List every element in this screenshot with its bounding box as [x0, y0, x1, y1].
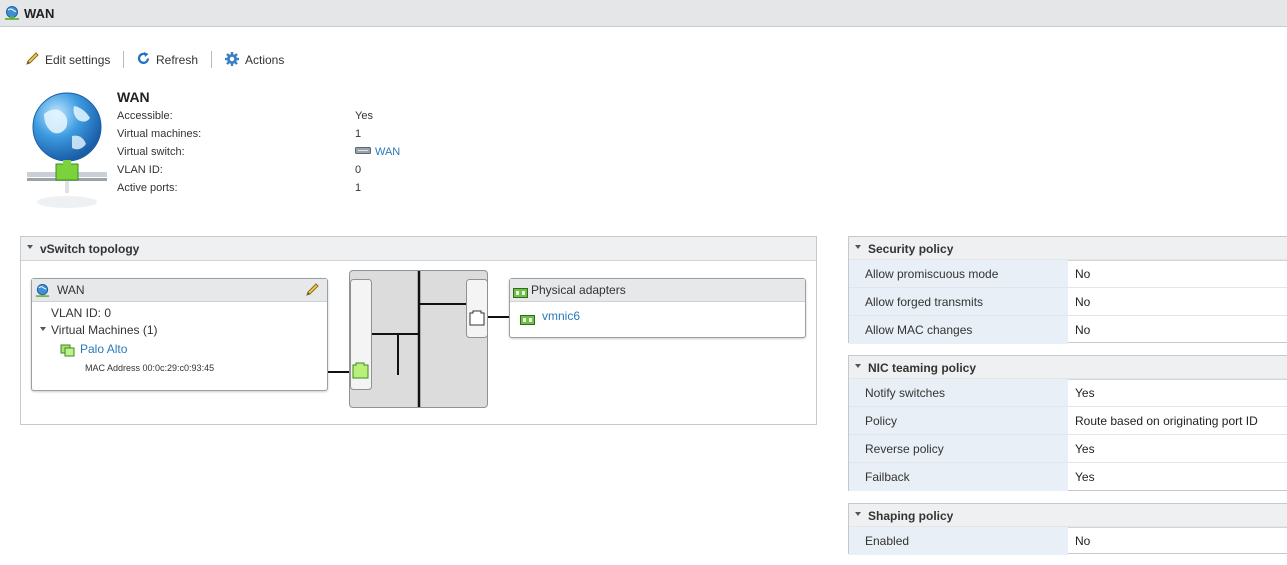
portgroup-name: WAN [57, 283, 85, 297]
virtual-machines-label: Virtual machines: [117, 128, 202, 140]
window-title: WAN [24, 6, 55, 21]
refresh-button[interactable]: Refresh [136, 51, 198, 69]
virtual-machines-group: Virtual Machines (1) [51, 323, 158, 337]
nic-icon [520, 312, 535, 330]
portgroup-card: WAN VLAN ID: 0 Virtual Machines (1) Palo… [31, 278, 328, 391]
policy-row: Notify switches Yes [849, 378, 1287, 407]
refresh-icon [136, 51, 151, 69]
title-bar: WAN [0, 0, 1287, 27]
uplink-port-icon [469, 310, 485, 331]
shaping-policy-panel: Shaping policy Enabled No [848, 503, 1287, 555]
policy-value: Route based on originating port ID [1075, 414, 1258, 428]
nic-link-vmnic6[interactable]: vmnic6 [542, 309, 581, 323]
virtual-switch-label: Virtual switch: [117, 146, 185, 158]
expand-vms-caret-icon[interactable] [40, 327, 46, 331]
collapse-caret-icon[interactable] [27, 245, 33, 249]
security-policy-header[interactable]: Security policy [849, 237, 1287, 261]
actions-button[interactable]: Actions [224, 51, 284, 69]
vswitch-topology-panel: vSwitch topology [20, 236, 817, 425]
policy-key: Failback [865, 470, 910, 484]
network-globe-large-icon [26, 92, 110, 215]
policy-key: Notify switches [865, 386, 946, 400]
nic-teaming-policy-panel: NIC teaming policy Notify switches Yes P… [848, 355, 1287, 491]
policy-value: Yes [1075, 470, 1095, 484]
policy-key: Allow promiscuous mode [865, 267, 999, 281]
policy-key: Reverse policy [865, 442, 944, 456]
portgroup-card-header: WAN [32, 279, 327, 302]
toolbar-divider [211, 51, 212, 68]
refresh-label: Refresh [156, 53, 199, 67]
shaping-policy-header[interactable]: Shaping policy [849, 504, 1287, 528]
security-policy-panel: Security policy Allow promiscuous mode N… [848, 236, 1287, 344]
physical-adapters-header: Physical adapters [510, 279, 805, 302]
policy-key: Policy [865, 414, 898, 428]
policy-key: Allow MAC changes [865, 323, 973, 337]
vlan-id-value: 0 [355, 164, 362, 176]
accessible-value: Yes [355, 110, 373, 122]
policy-row: Failback Yes [849, 462, 1287, 491]
policy-value: No [1075, 323, 1091, 337]
policy-row: Allow forged transmits No [849, 287, 1287, 316]
policy-key: Enabled [865, 534, 910, 548]
policy-row: Allow promiscuous mode No [849, 259, 1287, 288]
collapse-caret-icon[interactable] [855, 512, 861, 516]
vlan-id-label: VLAN ID: [117, 164, 163, 176]
policy-row: Allow MAC changes No [849, 315, 1287, 344]
active-ports-value: 1 [355, 182, 362, 194]
edit-settings-button[interactable]: Edit settings [25, 51, 110, 69]
policy-row: Policy Route based on originating port I… [849, 406, 1287, 435]
switch-icon [355, 145, 371, 159]
network-name: WAN [117, 89, 150, 105]
virtual-machines-value: 1 [355, 128, 362, 140]
active-ports-label: Active ports: [117, 182, 178, 194]
collapse-caret-icon[interactable] [855, 245, 861, 249]
network-globe-icon [35, 283, 50, 303]
physical-adapters-title: Physical adapters [531, 283, 626, 297]
collapse-caret-icon[interactable] [855, 364, 861, 368]
network-globe-icon [4, 5, 20, 26]
vswitch-topology-header[interactable]: vSwitch topology [21, 237, 816, 261]
edit-settings-label: Edit settings [45, 53, 111, 67]
vm-link-palo-alto[interactable]: Palo Alto [80, 342, 128, 356]
policy-key: Allow forged transmits [865, 295, 984, 309]
virtual-switch-link[interactable]: WAN [355, 145, 400, 159]
policy-value: Yes [1075, 386, 1095, 400]
policy-value: No [1075, 267, 1091, 281]
vm-mac-address: MAC Address 00:0c:29:c0:93:45 [85, 363, 215, 373]
edit-portgroup-icon[interactable] [305, 282, 320, 302]
policy-value: No [1075, 295, 1091, 309]
policy-value: No [1075, 534, 1091, 548]
policy-row: Enabled No [849, 526, 1287, 555]
vm-icon [60, 342, 76, 363]
vswitch-diagram [349, 270, 488, 408]
toolbar-divider [123, 51, 124, 68]
nic-icon [513, 285, 528, 303]
physical-adapters-card: Physical adapters vmnic6 [509, 278, 806, 338]
actions-label: Actions [245, 53, 285, 67]
policy-value: Yes [1075, 442, 1095, 456]
pencil-icon [25, 51, 40, 69]
portgroup-vlan: VLAN ID: 0 [51, 306, 112, 320]
nic-teaming-policy-header[interactable]: NIC teaming policy [849, 356, 1287, 380]
policy-row: Reverse policy Yes [849, 434, 1287, 463]
vm-port-icon [352, 362, 369, 384]
gear-icon [224, 51, 240, 70]
accessible-label: Accessible: [117, 110, 173, 122]
